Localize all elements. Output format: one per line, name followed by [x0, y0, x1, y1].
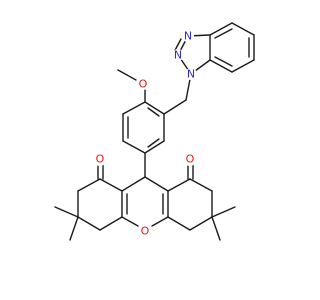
nitrogen-atom-label: N — [184, 30, 192, 43]
ch2-bond-to-aryl — [163, 99, 187, 115]
oxygen-atom-label: O — [141, 225, 150, 238]
xanthene-core — [54, 163, 236, 241]
benzo-ring — [209, 22, 255, 73]
methoxyphenyl-ring — [122, 101, 165, 154]
atom-labels: N N N O O O O — [94, 30, 197, 238]
nitrogen-atom-label: N — [174, 49, 182, 62]
molecule-diagram: N N N O O O O — [54, 22, 255, 241]
structure-drawing: N N N O O O O — [54, 22, 255, 241]
oxygen-atom-label: O — [139, 78, 148, 91]
nitrogen-atom-label: N — [187, 68, 195, 81]
oxygen-atom-label: O — [96, 153, 105, 166]
methoxy-bond-ch3 — [117, 69, 137, 81]
oxygen-atom-label: O — [186, 153, 195, 166]
